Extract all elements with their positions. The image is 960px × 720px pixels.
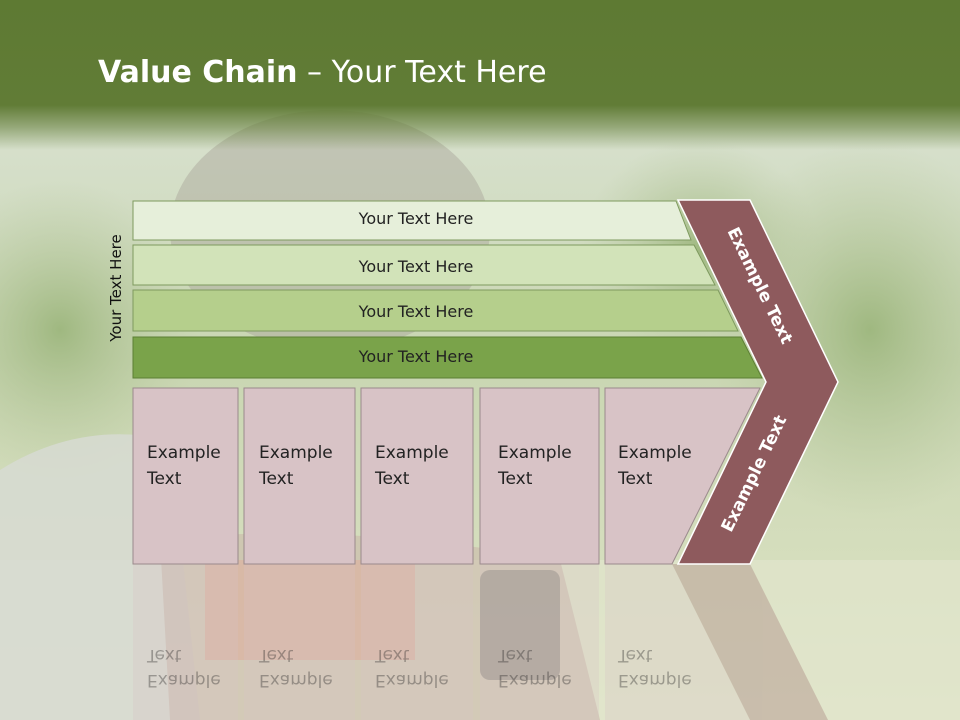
- bar-4-label: Your Text Here: [358, 347, 474, 366]
- reflection: [133, 564, 828, 720]
- reflection-text-2a: Example: [259, 670, 333, 690]
- reflection-text-1b: Text: [146, 645, 182, 665]
- bar-1-label: Your Text Here: [358, 209, 474, 228]
- bar-2: Your Text Here: [132, 244, 716, 286]
- title-bar: [0, 0, 960, 150]
- reflection-text-1a: Example: [147, 670, 221, 690]
- box-5-line2: Text: [617, 469, 653, 489]
- chevron-shape: [676, 199, 839, 565]
- box-3: Example Text: [360, 387, 474, 565]
- reflection-text-4a: Example: [498, 670, 572, 690]
- title-rest: – Your Text Here: [297, 55, 547, 90]
- slide-title: Value Chain – Your Text Here: [98, 55, 547, 90]
- box-4: Example Text: [479, 387, 600, 565]
- reflection-text-5b: Text: [617, 645, 653, 665]
- reflection-text: Example Text Example Text Example Text E…: [146, 645, 692, 690]
- box-4-shape: [479, 387, 600, 565]
- box-2-shape: [243, 387, 356, 565]
- bar-3-shape: [132, 289, 739, 332]
- reflection-box-3: [361, 564, 473, 720]
- box-2-line2: Text: [258, 469, 294, 489]
- reflection-box-4: [480, 564, 599, 720]
- box-4-line1: Example: [498, 443, 572, 463]
- box-3-shape: [360, 387, 474, 565]
- title-bold: Value Chain: [98, 55, 298, 90]
- box-2: Example Text: [243, 387, 356, 565]
- bar-1: Your Text Here: [132, 200, 692, 241]
- bar-2-label: Your Text Here: [358, 257, 474, 276]
- box-3-line2: Text: [374, 469, 410, 489]
- box-1-line2: Text: [146, 469, 182, 489]
- bar-3-label: Your Text Here: [358, 302, 474, 321]
- bar-3: Your Text Here: [132, 289, 739, 332]
- bar-4-shape: [132, 336, 763, 379]
- reflection-text-2b: Text: [258, 645, 294, 665]
- box-2-line1: Example: [259, 443, 333, 463]
- bar-1-shape: [132, 200, 692, 241]
- reflection-box-5: [605, 564, 750, 720]
- box-1-shape: [132, 387, 239, 565]
- bar-2-shape: [132, 244, 716, 286]
- box-1: Example Text: [132, 387, 239, 565]
- reflection-text-4b: Text: [497, 645, 533, 665]
- reflection-box-2: [244, 564, 355, 720]
- reflection-text-5a: Example: [618, 670, 692, 690]
- chevron: Example Text Example Text: [676, 199, 839, 565]
- reflection-chevron: [672, 564, 828, 720]
- box-3-line1: Example: [375, 443, 449, 463]
- reflection-text-3b: Text: [374, 645, 410, 665]
- box-1-line1: Example: [147, 443, 221, 463]
- reflection-text-3a: Example: [375, 670, 449, 690]
- reflection-box-1: [133, 564, 238, 720]
- bar-4: Your Text Here: [132, 336, 763, 379]
- box-5-line1: Example: [618, 443, 692, 463]
- box-4-line2: Text: [497, 469, 533, 489]
- box-5-shape: [604, 387, 761, 565]
- box-5: Example Text: [604, 387, 761, 565]
